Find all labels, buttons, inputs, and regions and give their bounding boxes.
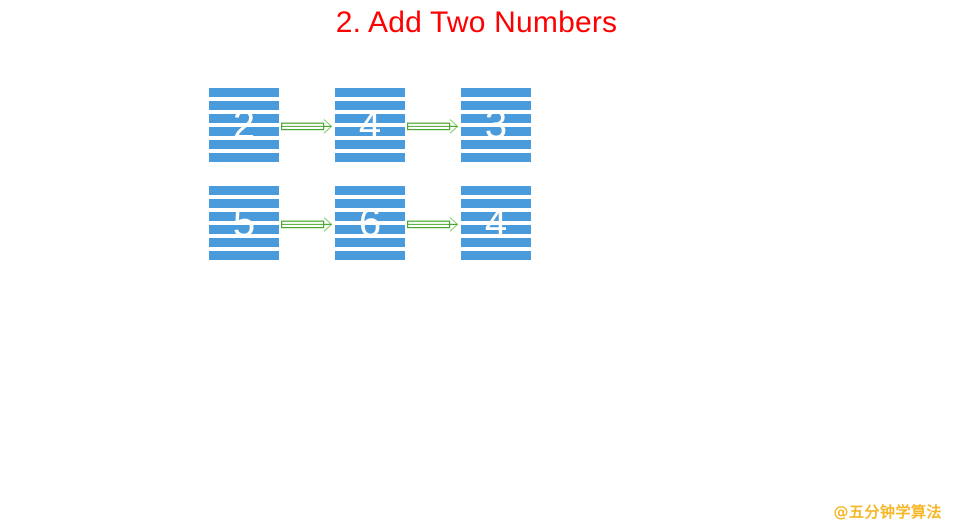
list-node[interactable]: 5 [209,186,279,262]
watermark: @五分钟学算法 [833,503,942,521]
node-value: 2 [232,103,256,147]
node-value: 4 [484,201,508,245]
node-value: 5 [232,201,256,245]
list-node[interactable]: 6 [335,186,405,262]
list-node[interactable]: 4 [461,186,531,262]
arrow-right-icon [281,216,333,233]
arrow-right-icon [407,118,459,135]
arrow-right-icon [407,216,459,233]
arrow-right-icon [281,118,333,135]
node-value: 3 [484,103,508,147]
node-value: 4 [358,103,382,147]
list-node[interactable]: 4 [335,88,405,164]
node-value: 6 [358,201,382,245]
page-title: 2. Add Two Numbers [335,6,618,39]
list-node[interactable]: 2 [209,88,279,164]
list-node[interactable]: 3 [461,88,531,164]
